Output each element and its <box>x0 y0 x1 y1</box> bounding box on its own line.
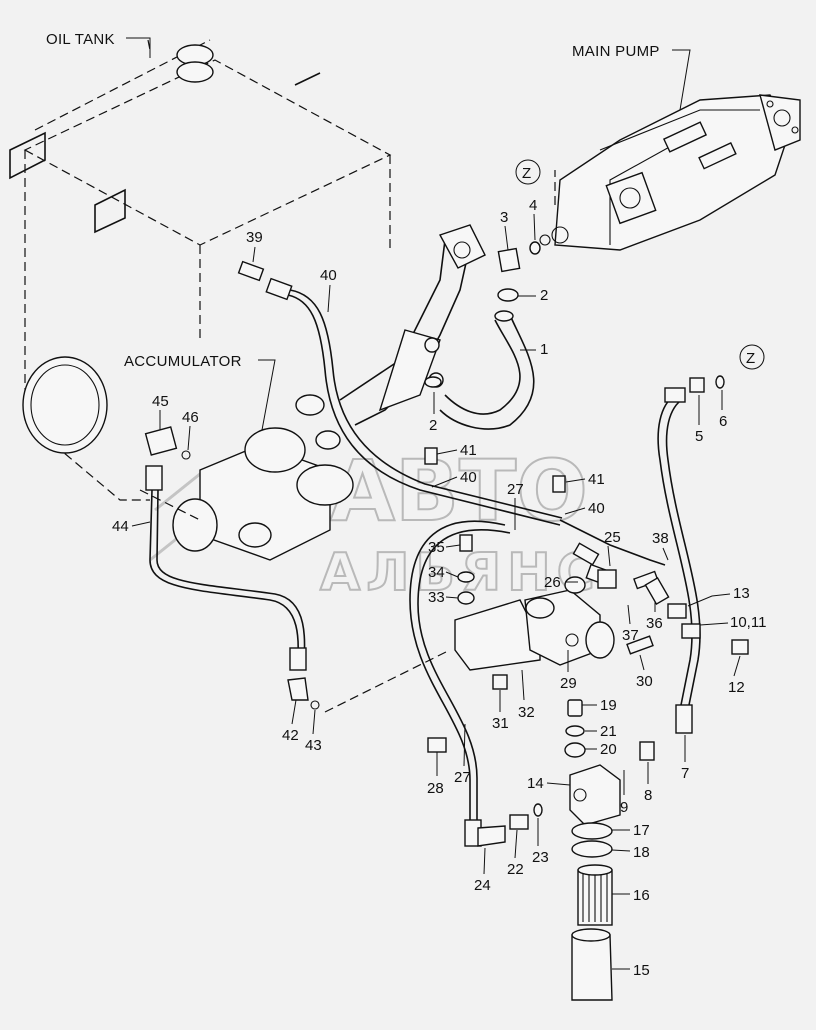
callout-3: 3 <box>500 209 508 226</box>
callout-32: 32 <box>518 704 535 721</box>
hoses <box>145 260 701 847</box>
callout-31: 31 <box>492 715 509 732</box>
callout-7: 7 <box>681 765 689 782</box>
callout-27b: 27 <box>454 769 471 786</box>
callout-35: 35 <box>428 539 445 556</box>
watermark-line1: АВТО <box>330 442 588 540</box>
callout-20: 20 <box>600 741 617 758</box>
callout-25: 25 <box>604 529 621 546</box>
accumulator-assembly <box>144 394 354 561</box>
callout-5: 5 <box>695 428 703 445</box>
main-pump <box>539 94 801 251</box>
suction-pipe <box>339 224 486 426</box>
callout-39: 39 <box>246 229 263 246</box>
callout-10-11: 10,11 <box>730 614 766 631</box>
callout-21: 21 <box>600 723 617 740</box>
callout-30: 30 <box>636 673 653 690</box>
callout-45: 45 <box>152 393 169 410</box>
connector-lines <box>139 170 556 713</box>
main-pump-label: MAIN PUMP <box>572 43 660 60</box>
callout-29: 29 <box>560 675 577 692</box>
callout-41b: 41 <box>588 471 605 488</box>
callout-40b: 40 <box>460 469 477 486</box>
callout-27a: 27 <box>507 481 524 498</box>
callout-18: 18 <box>633 844 650 861</box>
callout-24: 24 <box>474 877 491 894</box>
callout-17: 17 <box>633 822 650 839</box>
callout-36: 36 <box>646 615 663 632</box>
callouts: OIL TANK MAIN PUMP ACCUMULATOR Z Z 1 2 2… <box>46 31 766 979</box>
accumulator-label: ACCUMULATOR <box>124 353 242 370</box>
callout-12: 12 <box>728 679 745 696</box>
callout-40c: 40 <box>588 500 605 517</box>
callout-23: 23 <box>532 849 549 866</box>
callout-46: 46 <box>182 409 199 426</box>
oil-tank-label: OIL TANK <box>46 31 115 48</box>
callout-13: 13 <box>733 585 750 602</box>
hose-1 <box>439 310 535 430</box>
callout-26: 26 <box>544 574 561 591</box>
callout-37: 37 <box>622 627 639 644</box>
callout-15: 15 <box>633 962 650 979</box>
filter-valve-block <box>454 534 670 690</box>
callout-6: 6 <box>719 413 727 430</box>
z-marker-line: Z <box>746 350 755 367</box>
callout-43: 43 <box>305 737 322 754</box>
callout-8: 8 <box>644 787 652 804</box>
callout-1: 1 <box>540 341 548 358</box>
oil-tank <box>9 39 392 501</box>
callout-42: 42 <box>282 727 299 744</box>
callout-4: 4 <box>529 197 537 214</box>
callout-33: 33 <box>428 589 445 606</box>
callout-19: 19 <box>600 697 617 714</box>
callout-2a: 2 <box>540 287 548 304</box>
callout-44: 44 <box>112 518 129 535</box>
callout-9: 9 <box>620 799 628 816</box>
callout-22: 22 <box>507 861 524 878</box>
callout-41a: 41 <box>460 442 477 459</box>
filter-housing <box>564 699 621 1001</box>
callout-28: 28 <box>427 780 444 797</box>
z-marker-pump: Z <box>522 165 531 182</box>
callout-40a: 40 <box>320 267 337 284</box>
callout-2b: 2 <box>429 417 437 434</box>
callout-16: 16 <box>633 887 650 904</box>
watermark-line2: АЛЬЯНС <box>320 543 601 603</box>
fittings <box>424 241 749 830</box>
watermark: АВТО АЛЬЯНС <box>149 441 601 604</box>
callout-34: 34 <box>428 564 445 581</box>
callout-14: 14 <box>527 775 544 792</box>
callout-38: 38 <box>652 530 669 547</box>
